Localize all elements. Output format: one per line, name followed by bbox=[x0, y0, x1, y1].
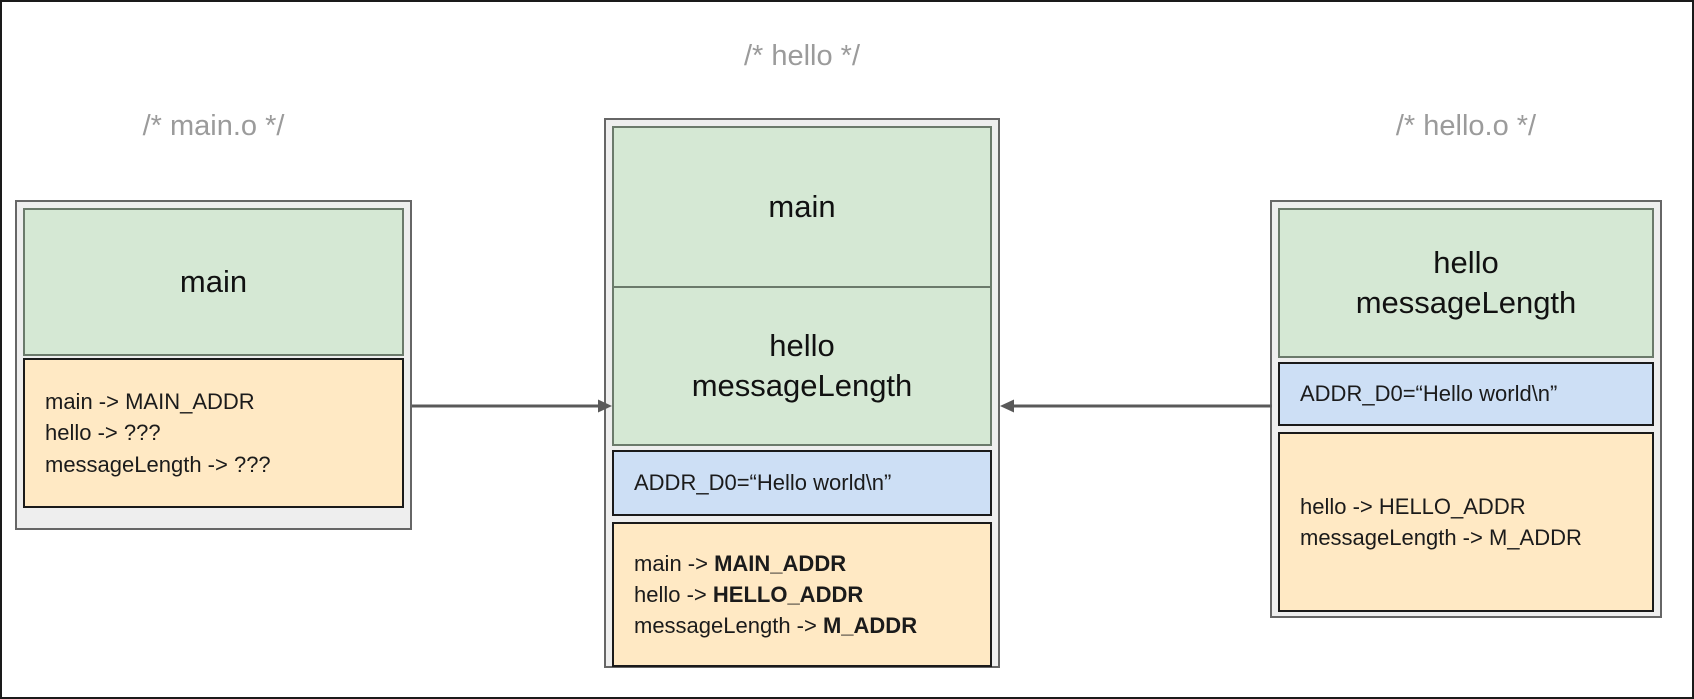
right-symbol-hello: hello bbox=[1433, 245, 1499, 281]
right-symbols-section: hello messageLength bbox=[1278, 208, 1654, 358]
module-hello-o: hello messageLength ADDR_D0=“Hello world… bbox=[1270, 200, 1662, 618]
left-relocation-list: main -> MAIN_ADDR hello -> ??? messageLe… bbox=[25, 360, 402, 506]
right-reloc-row-2: messageLength -> M_ADDR bbox=[1300, 525, 1582, 550]
caption-main-o: /* main.o */ bbox=[142, 110, 285, 142]
left-reloc-row-3: messageLength -> ??? bbox=[45, 451, 271, 477]
center-data-text: ADDR_D0=“Hello world\n” bbox=[634, 470, 892, 495]
right-data-section: ADDR_D0=“Hello world\n” bbox=[1278, 362, 1654, 426]
right-relocation-section: hello -> HELLO_ADDR messageLength -> M_A… bbox=[1278, 432, 1654, 612]
center-relocation-list: main -> MAIN_ADDR hello -> HELLO_ADDR me… bbox=[614, 524, 990, 665]
left-relocation-section: main -> MAIN_ADDR hello -> ??? messageLe… bbox=[23, 358, 404, 508]
arrow-right-to-center-icon bbox=[1000, 399, 1272, 413]
right-symbol-messagelength: messageLength bbox=[1355, 285, 1577, 320]
right-reloc-row-1: hello -> HELLO_ADDR bbox=[1300, 493, 1526, 519]
left-reloc-row-1: main -> MAIN_ADDR bbox=[45, 389, 255, 415]
arrow-left-to-center-icon bbox=[412, 399, 612, 413]
left-symbols-section: main bbox=[23, 208, 404, 356]
center-symbol-messagelength: messageLength bbox=[691, 368, 913, 403]
module-hello: main hello messageLength ADDR_D0=“Hello … bbox=[604, 118, 1000, 668]
center-reloc-row-1: main -> MAIN_ADDR bbox=[634, 550, 847, 576]
left-symbol-main: main bbox=[179, 264, 248, 300]
center-reloc-row-3: messageLength -> M_ADDR bbox=[634, 613, 918, 639]
module-main-o: main main -> MAIN_ADDR hello -> ??? mess… bbox=[15, 200, 412, 530]
right-symbol-list: hello messageLength bbox=[1280, 210, 1652, 356]
center-symbol-hello-group: hello messageLength bbox=[614, 288, 990, 444]
right-data-text: ADDR_D0=“Hello world\n” bbox=[1300, 381, 1558, 406]
center-symbol-main: main bbox=[768, 189, 836, 225]
center-relocation-section: main -> MAIN_ADDR hello -> HELLO_ADDR me… bbox=[612, 522, 992, 667]
center-symbol-hello: hello bbox=[769, 328, 835, 364]
caption-hello-o: /* hello.o */ bbox=[1395, 110, 1537, 142]
left-reloc-row-2: hello -> ??? bbox=[45, 420, 161, 446]
center-symbols-section: main hello messageLength bbox=[612, 126, 992, 446]
center-data-section: ADDR_D0=“Hello world\n” bbox=[612, 450, 992, 516]
right-relocation-list: hello -> HELLO_ADDR messageLength -> M_A… bbox=[1280, 434, 1652, 610]
left-symbol-list: main bbox=[25, 210, 402, 354]
center-reloc-row-2: hello -> HELLO_ADDR bbox=[634, 581, 864, 607]
caption-hello: /* hello */ bbox=[743, 40, 861, 72]
